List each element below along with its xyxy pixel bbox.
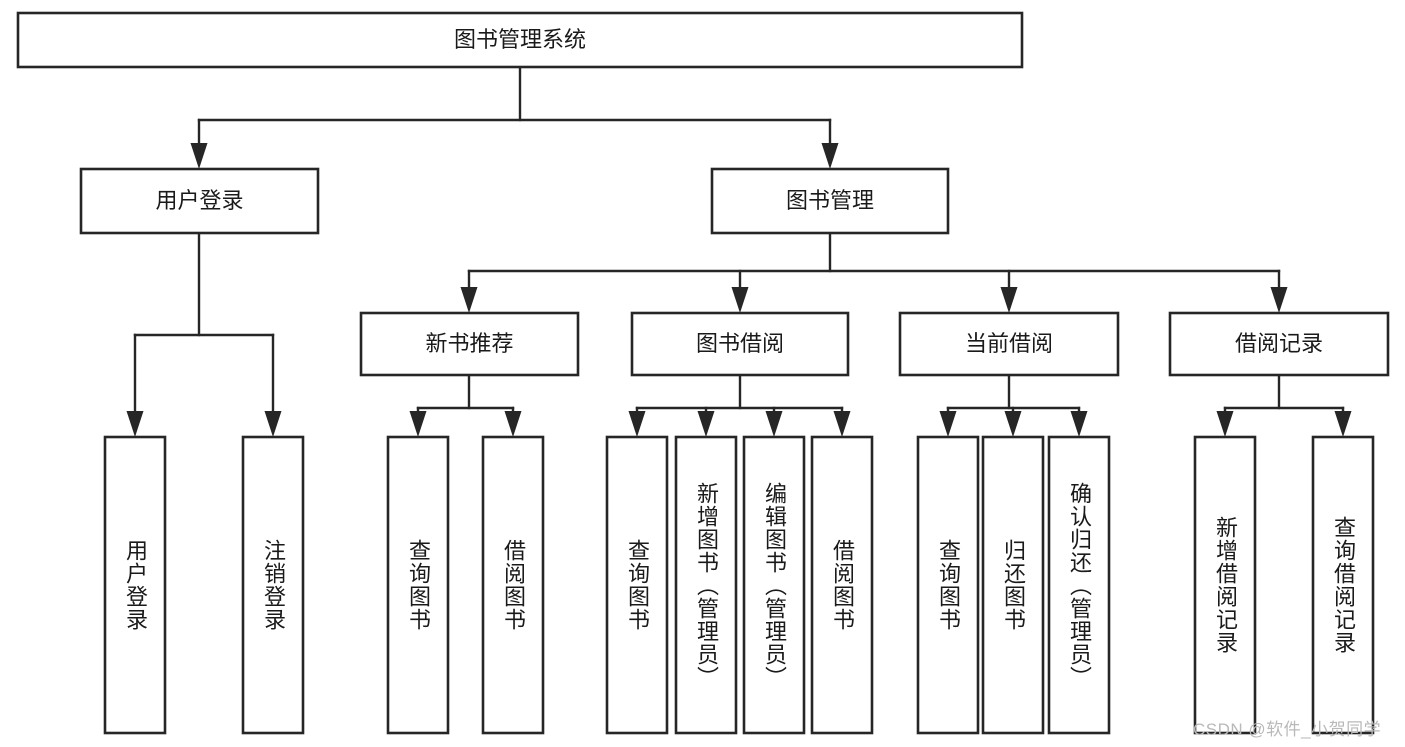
node-leaf-add-record[interactable] [1193,435,1257,735]
connector-borrow-record [1216,373,1352,437]
node-label: 用户登录 [155,188,243,213]
node-label: 当前借阅 [965,331,1053,356]
node-book-borrow[interactable]: 图书借阅 [630,311,850,377]
node-leaf-user-login[interactable] [103,435,167,735]
node-new-book-rec[interactable]: 新书推荐 [359,311,580,377]
node-label: 借阅记录 [1235,331,1323,356]
node-label: 图书管理系统 [454,27,586,52]
node-leaf-borrow-book[interactable] [810,435,874,735]
node-leaf-confirm-return[interactable] [1047,435,1111,735]
node-leaf-query-book-cur[interactable] [916,435,980,735]
connector-book-borrow [628,373,851,437]
node-root[interactable]: 图书管理系统 [16,11,1024,69]
connector-layer [126,65,1352,437]
node-label: 新书推荐 [425,331,513,356]
node-leaf-query-record[interactable] [1311,435,1375,735]
node-borrow-record[interactable]: 借阅记录 [1168,311,1390,377]
node-leaf-query-book-borrow[interactable] [605,435,669,735]
node-label: 图书借阅 [696,331,784,356]
node-user-login[interactable]: 用户登录 [79,167,320,235]
connector-book-manage [460,231,1288,313]
node-leaf-edit-book[interactable] [742,435,806,735]
node-leaf-return-book[interactable] [981,435,1045,735]
node-leaf-logout[interactable] [241,435,305,735]
node-book-manage[interactable]: 图书管理 [710,167,950,235]
node-leaf-query-book-rec[interactable] [386,435,450,735]
node-leaf-borrow-book-rec[interactable] [481,435,545,735]
connector-current-borrow [939,373,1088,437]
connector-new-book-rec [409,373,522,437]
watermark-label: CSDN @软件_小贺同学 [1193,720,1382,739]
connector-root [190,65,839,169]
connector-user-login [126,231,282,437]
node-current-borrow[interactable]: 当前借阅 [898,311,1120,377]
node-leaf-add-book[interactable] [674,435,738,735]
node-label: 图书管理 [786,188,874,213]
